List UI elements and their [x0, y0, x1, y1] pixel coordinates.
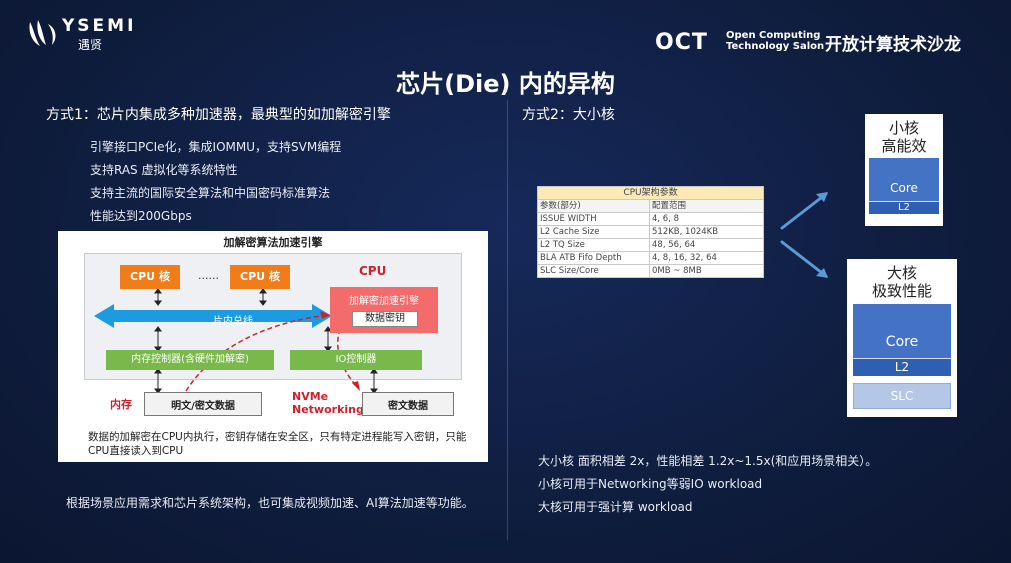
table-cell: BLA ATB Fifo Depth — [537, 251, 650, 265]
table-cell: L2 Cache Size — [537, 225, 650, 239]
table-cell: L2 TQ Size — [537, 238, 650, 252]
oct-subtitle-1: Open Computing — [726, 30, 821, 41]
right-bullet: 大核可用于强计算 workload — [538, 500, 693, 514]
data-key-block: 数据密钥 — [352, 311, 418, 327]
table-cell: 48, 56, 64 — [649, 238, 764, 252]
cpu-core-1: CPU 核 — [120, 265, 180, 289]
table-row: L2 TQ Size 48, 56, 64 — [537, 238, 764, 252]
memory-data-label: 明文/密文数据 — [171, 401, 235, 412]
diagram-connectors — [94, 288, 378, 394]
big-core-block: Core — [853, 304, 951, 358]
page-title: 芯片(Die) 内的异构 — [396, 70, 615, 98]
table-cell: 0MB ~ 8MB — [649, 264, 764, 278]
internal-bus-arrow — [94, 304, 332, 328]
io-controller-block: IO控制器 — [290, 350, 422, 370]
memory-controller-block: 内存控制器(含硬件加解密) — [106, 350, 274, 370]
table-cell: SLC Size/Core — [537, 264, 650, 278]
bus-label: 片内总线 — [213, 316, 253, 327]
table-cell: 4, 6, 8 — [649, 212, 764, 226]
left-bullet: 引擎接口PCIe化，集成IOMMU，支持SVM编程 — [90, 140, 342, 154]
left-footer-text: 根据场景应用需求和芯片系统架构，也可集成视频加速、AI算法加速等功能。 — [66, 496, 474, 510]
table-row: SLC Size/Core 0MB ~ 8MB — [537, 264, 764, 278]
left-bullet: 性能达到200Gbps — [90, 209, 192, 223]
memory-label: 内存 — [110, 398, 132, 411]
big-core-title: 大核 — [886, 264, 917, 282]
table-caption: CPU架构参数 — [537, 186, 764, 199]
right-bullet: 小核可用于Networking等弱IO workload — [538, 477, 763, 491]
cpu-label: CPU — [359, 264, 387, 278]
table-row: BLA ATB Fifo Depth 4, 8, 16, 32, 64 — [537, 251, 764, 265]
oct-logo: OCT — [655, 30, 708, 55]
cipher-data-label: 密文数据 — [388, 401, 428, 412]
cipher-data-block — [362, 392, 454, 416]
diagram-note: 数据的加解密在CPU内执行，密钥存储在安全区，只有特定进程能写入密钥，只能CPU… — [88, 431, 467, 457]
logo-text-en: YSEMI — [62, 16, 137, 36]
small-core-title: 小核 — [888, 119, 919, 137]
nvme-label-line-2: Networking — [292, 403, 364, 416]
ysemi-logo-icon — [29, 20, 56, 46]
column-divider — [507, 100, 508, 540]
table-cell: 512KB, 1024KB — [649, 225, 764, 239]
oct-subtitle-2: Technology Salon — [726, 41, 825, 52]
table-header-row: 参数(部分) 配置范围 — [537, 199, 764, 213]
table-header-cell: 配置范围 — [649, 199, 764, 213]
right-heading: 方式2：大小核 — [522, 107, 615, 123]
left-bullet: 支持主流的国际安全算法和中国密码标准算法 — [90, 186, 331, 200]
table-header-cell: 参数(部分) — [537, 199, 650, 213]
table-cell: ISSUE WIDTH — [537, 212, 650, 226]
memory-data-block — [144, 392, 262, 416]
table-row: ISSUE WIDTH 4, 6, 8 — [537, 212, 764, 226]
cpu-core-ellipsis: ...... — [198, 269, 219, 282]
small-core-card: 小核 高能效 Core L2 — [865, 114, 943, 226]
right-bullet: 大小核 面积相差 2x，性能相差 1.2x~1.5x(和应用场景相关）。 — [538, 454, 878, 468]
nvme-networking-label: NVMe Networking — [292, 390, 364, 416]
logo-text-cn: 遇贤 — [78, 38, 103, 52]
big-l2-block: L2 — [853, 358, 951, 376]
salon-title-cn: 开放计算技术沙龙 — [825, 35, 961, 55]
nvme-label-line-1: NVMe — [292, 390, 329, 403]
cpu-core-2: CPU 核 — [230, 265, 290, 289]
left-bullet: 支持RAS 虚拟化等系统特性 — [90, 163, 238, 177]
left-heading: 方式1：芯片内集成多种加速器，最典型的如加解密引擎 — [46, 107, 391, 123]
small-core-subtitle: 高能效 — [881, 137, 927, 155]
small-core-block: Core — [869, 158, 939, 201]
big-core-card: 大核 极致性能 Core L2 SLC — [847, 259, 957, 417]
slc-block: SLC — [853, 383, 951, 409]
crypto-engine-label: 加解密加速引擎 — [349, 296, 419, 307]
crypto-engine-diagram: 加解密算法加速引擎 C — [58, 231, 488, 462]
big-core-subtitle: 极致性能 — [871, 282, 932, 300]
cpu-parameter-table: CPU架构参数 参数(部分) 配置范围 ISSUE WIDTH 4, 6, 8 … — [537, 186, 764, 278]
branch-arrows — [780, 192, 828, 278]
diagram-title: 加解密算法加速引擎 — [223, 236, 323, 249]
table-cell: 4, 8, 16, 32, 64 — [649, 251, 764, 265]
small-l2-block: L2 — [869, 201, 939, 214]
table-row: L2 Cache Size 512KB, 1024KB — [537, 225, 764, 239]
